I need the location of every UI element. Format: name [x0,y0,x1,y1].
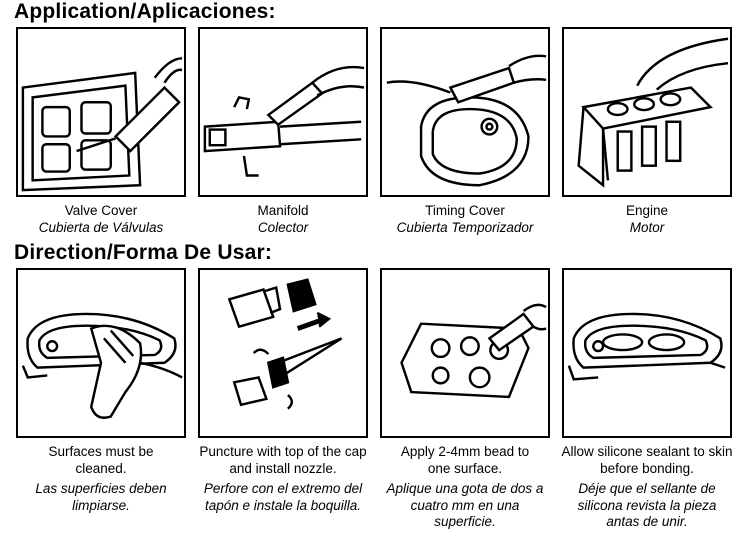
application-heading: Application/Aplicaciones: [14,0,276,23]
caption-en: Allow silicone sealant to skin before bo… [561,444,733,476]
skin-before-bonding-illustration [562,268,732,438]
nozzle-caption: Puncture with top of the cap and install… [192,444,374,514]
caption-en: Manifold [257,203,309,218]
cleaning-caption: Surfaces must be cleaned. Las superficie… [10,444,192,514]
timing-cover-illustration [380,27,550,197]
caption-es: Déje que el sellante de silicona revista… [577,481,717,529]
caption-es: Cubierta de Válvulas [38,219,164,235]
caption-en: Engine [625,203,669,218]
timing-cover-caption: Timing Cover Cubierta Temporizador [374,203,556,236]
skin-caption: Allow silicone sealant to skin before bo… [556,444,738,531]
manifold-illustration [198,27,368,197]
caption-es: Colector [257,219,309,235]
engine-caption: Engine Motor [556,203,738,236]
engine-illustration [562,27,732,197]
caption-en: Puncture with top of the cap and install… [199,444,367,476]
caption-en: Surfaces must be cleaned. [48,444,154,476]
apply-bead-caption: Apply 2-4mm bead to one surface. Aplique… [374,444,556,531]
caption-es: Motor [629,219,665,235]
apply-bead-illustration [380,268,550,438]
cleaning-illustration [16,268,186,438]
valve-cover-caption: Valve Cover Cubierta de Válvulas [10,203,192,236]
caption-es: Perfore con el extremo del tapón e insta… [203,481,363,513]
caption-en: Apply 2-4mm bead to one surface. [400,444,530,476]
caption-es: Cubierta Temporizador [396,219,534,235]
manifold-caption: Manifold Colector [192,203,374,236]
valve-cover-illustration [16,27,186,197]
nozzle-illustration [198,268,368,438]
caption-es: Las superficies deben limpiarse. [35,481,167,513]
direction-heading: Direction/Forma De Usar: [14,241,273,264]
caption-en: Valve Cover [64,203,138,218]
caption-es: Aplique una gota de dos a cuatro mm en u… [386,481,544,529]
caption-en: Timing Cover [425,203,505,218]
